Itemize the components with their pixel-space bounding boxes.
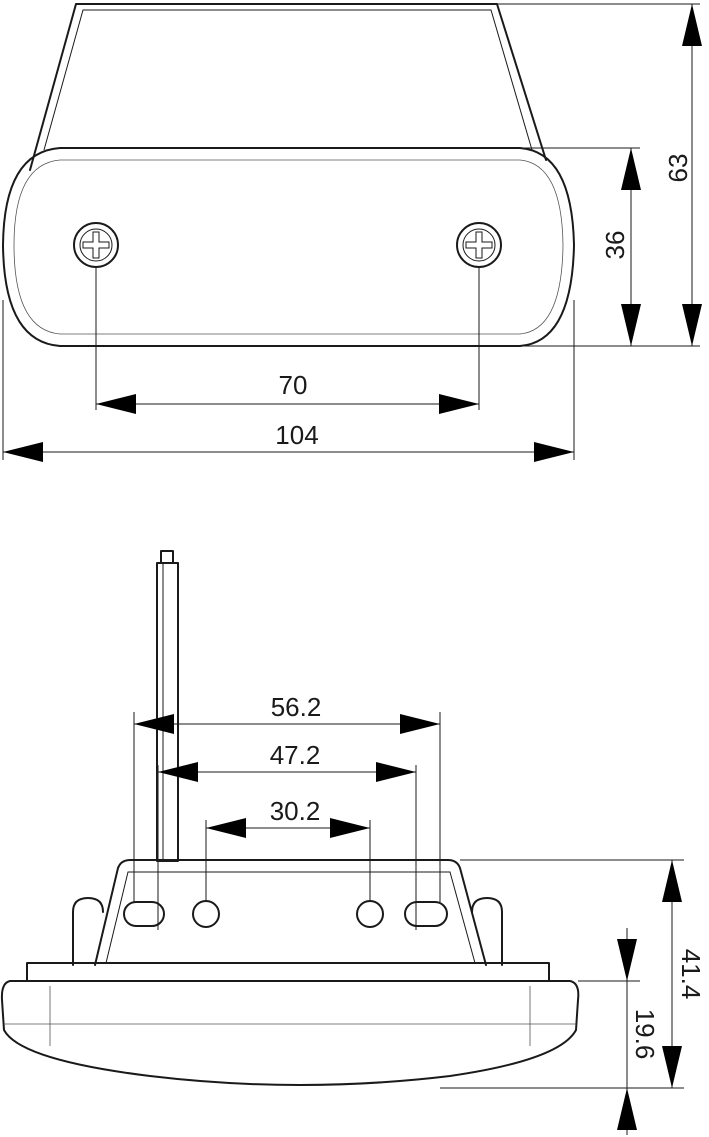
- mounting-hole-slot-right: [404, 901, 448, 927]
- screw-left-outer: [73, 222, 119, 268]
- lens-body: [0, 980, 580, 1086]
- dimension-label: 30.2: [270, 796, 321, 826]
- dimension-label: 19.6: [630, 1009, 660, 1060]
- lens-plate: [2, 147, 575, 347]
- dimension-label: 104: [275, 420, 318, 450]
- front-view: 70 104 36 63: [2, 3, 702, 462]
- phillips-head-icon: [465, 231, 493, 259]
- screw-left-inner: [79, 228, 113, 262]
- phillips-head-icon: [82, 231, 110, 259]
- mounting-hole-round-left: [192, 900, 220, 928]
- dimension-label: 36: [600, 231, 630, 260]
- lens-plate-inner: [13, 159, 564, 335]
- mounting-hole-slot-left: [123, 901, 165, 927]
- housing-outline: [29, 3, 547, 171]
- dimension-label: 56.2: [271, 692, 322, 722]
- mounting-hole-round-right: [356, 900, 384, 928]
- screw-left: [73, 222, 119, 268]
- screw-right-inner: [462, 228, 496, 262]
- housing-body: [94, 859, 487, 966]
- dimension-label: 41.4: [676, 949, 706, 1000]
- cable: [156, 550, 179, 862]
- dimension-middle-holes: 47.2: [158, 740, 416, 782]
- mounting-tab-left: [72, 897, 104, 966]
- dimension-outer-holes: 56.2: [134, 692, 440, 734]
- dimension-label: 47.2: [270, 740, 321, 770]
- mounting-tab-right: [471, 897, 503, 966]
- dimension-overall-height: 63: [663, 4, 702, 346]
- dimension-inner-holes: 30.2: [206, 796, 370, 838]
- base-flange: [26, 962, 550, 982]
- side-view: 56.2 47.2 30.2 41.4 19.6: [0, 550, 706, 1135]
- housing-body-inner: [105, 871, 476, 964]
- dimension-lens-depth: 19.6: [617, 928, 660, 1135]
- dimension-screw-spacing: 70: [96, 370, 479, 414]
- screw-right-outer: [456, 222, 502, 268]
- dimension-lens-height: 36: [600, 148, 641, 346]
- dimension-overall-width: 104: [3, 420, 574, 462]
- screw-right: [456, 222, 502, 268]
- dimension-label: 63: [663, 154, 693, 183]
- dimension-total-height: 41.4: [662, 860, 706, 1088]
- dimension-label: 70: [279, 370, 308, 400]
- housing-inner-outline: [43, 9, 533, 151]
